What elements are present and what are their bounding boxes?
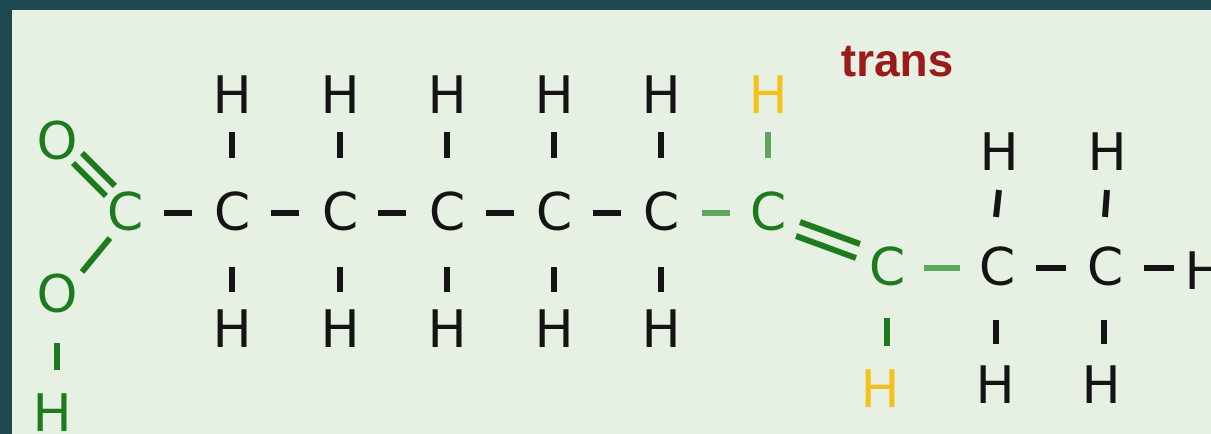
- carbon-group-3: H C H: [320, 66, 359, 360]
- diagram-panel: trans O C O H H C H H C H H C H H C H: [12, 10, 1211, 434]
- trans-hydrogen-bottom: H: [860, 360, 899, 420]
- carbon: C: [1087, 238, 1123, 298]
- hydrogen-bottom: H: [1081, 356, 1120, 416]
- hydrogen-bottom: H: [320, 300, 359, 360]
- double-bond-line-2: [794, 233, 858, 261]
- carbonyl-oxygen: O: [37, 112, 78, 172]
- hydroxyl-hydrogen: H: [32, 384, 71, 434]
- double-bond-line-1: [798, 219, 862, 247]
- hydroxyl-oxygen: O: [37, 265, 78, 325]
- carbon-group-6: H C H: [641, 66, 680, 360]
- carbon: C: [643, 183, 679, 243]
- terminal-hydrogen: H: [1184, 242, 1211, 302]
- hydrogen-top: H: [320, 66, 359, 126]
- carbon-group-2: H C H: [212, 66, 251, 360]
- hydrogen-top: H: [979, 123, 1018, 183]
- hydrogen-top: H: [534, 66, 573, 126]
- carbon: C: [429, 183, 465, 243]
- carbon: C: [536, 183, 572, 243]
- hydrogen-bottom: H: [427, 300, 466, 360]
- carbon-group-9: H C H: [975, 123, 1018, 416]
- carboxyl-carbon: C: [107, 183, 143, 243]
- hydrogen-top: H: [1087, 123, 1126, 183]
- carbonyl-double-bond-2: [70, 160, 109, 199]
- hydrogen-top: H: [212, 66, 251, 126]
- trans-label: trans: [841, 34, 953, 86]
- carbon: C: [214, 183, 250, 243]
- trans-fatty-acid-structure: trans O C O H H C H H C H H C H H C H: [32, 34, 1211, 434]
- hydrogen-top: H: [427, 66, 466, 126]
- carbon-group-5: H C H: [534, 66, 573, 360]
- carbon-hydroxyl-bond: [79, 236, 113, 274]
- carbon: C: [979, 238, 1015, 298]
- carbon: C: [322, 183, 358, 243]
- hydrogen-top: H: [641, 66, 680, 126]
- hydrogen-bottom: H: [975, 356, 1014, 416]
- alkene-carbon-2: C H: [860, 238, 905, 420]
- alkene-carbon: C: [750, 183, 786, 243]
- alkene-carbon-1: H C: [748, 66, 787, 243]
- hydrogen-bottom: H: [212, 300, 251, 360]
- trans-hydrogen-top: H: [748, 66, 787, 126]
- hydrogen-bottom: H: [641, 300, 680, 360]
- hydrogen-bottom: H: [534, 300, 573, 360]
- carbon-group-4: H C H: [427, 66, 466, 360]
- carbonyl-double-bond-1: [79, 150, 118, 189]
- alkene-carbon: C: [869, 238, 905, 298]
- carbon-group-10: H C H: [1081, 123, 1126, 416]
